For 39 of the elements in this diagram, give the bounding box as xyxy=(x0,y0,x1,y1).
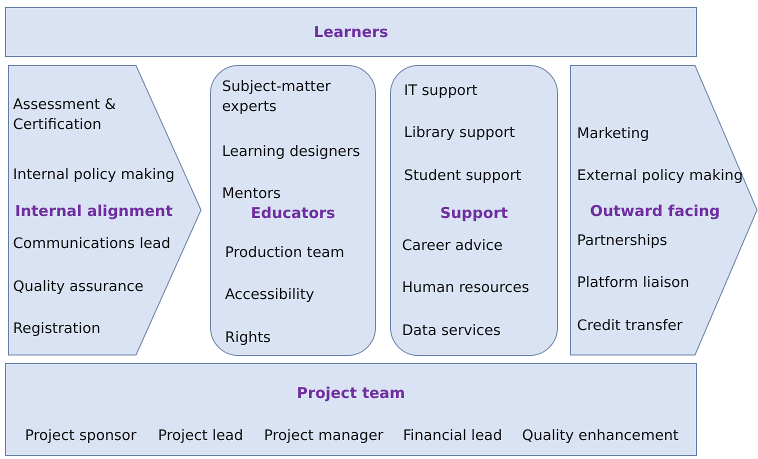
audience-band xyxy=(5,7,697,57)
role-item: Registration xyxy=(13,320,102,339)
role-item: Project sponsor xyxy=(25,427,138,446)
group-heading: Internal alignment xyxy=(15,201,174,221)
role-item: Learning designers xyxy=(222,143,362,162)
rounded-panel xyxy=(210,65,376,356)
role-item: Platform liaison xyxy=(577,274,690,293)
group-heading: Outward facing xyxy=(590,201,722,221)
role-item: Career advice xyxy=(402,237,504,256)
role-item: Quality assurance xyxy=(13,278,145,297)
role-item: Data services xyxy=(402,322,502,341)
role-item: Financial lead xyxy=(403,427,504,446)
role-item: Assessment & Certification xyxy=(13,96,117,135)
group-heading: Support xyxy=(439,203,509,223)
role-item: Project manager xyxy=(264,427,384,446)
role-item: External policy making xyxy=(577,167,744,186)
role-item: Student support xyxy=(404,167,522,186)
role-item: Quality enhancement xyxy=(522,427,680,446)
team-band xyxy=(5,363,697,456)
group-heading: Learners xyxy=(312,22,390,42)
pentagon-panel xyxy=(8,65,202,356)
role-item: Accessibility xyxy=(225,286,316,305)
role-item: Mentors xyxy=(222,185,282,204)
pentagon-panel xyxy=(570,65,758,356)
role-item: Subject-matter experts xyxy=(222,78,332,117)
group-heading: Project team xyxy=(296,383,406,403)
role-item: Production team xyxy=(225,244,346,263)
role-item: Rights xyxy=(225,329,272,348)
role-item: Human resources xyxy=(402,279,530,298)
role-item: Partnerships xyxy=(577,232,668,251)
role-item: Project lead xyxy=(158,427,244,446)
rounded-panel xyxy=(390,65,558,356)
role-item: IT support xyxy=(404,82,478,101)
role-item: Marketing xyxy=(577,125,650,144)
role-item: Communications lead xyxy=(13,235,172,254)
role-item: Internal policy making xyxy=(13,166,176,185)
role-item: Credit transfer xyxy=(577,317,684,336)
role-item: Library support xyxy=(404,124,516,143)
group-heading: Educators xyxy=(250,203,336,223)
